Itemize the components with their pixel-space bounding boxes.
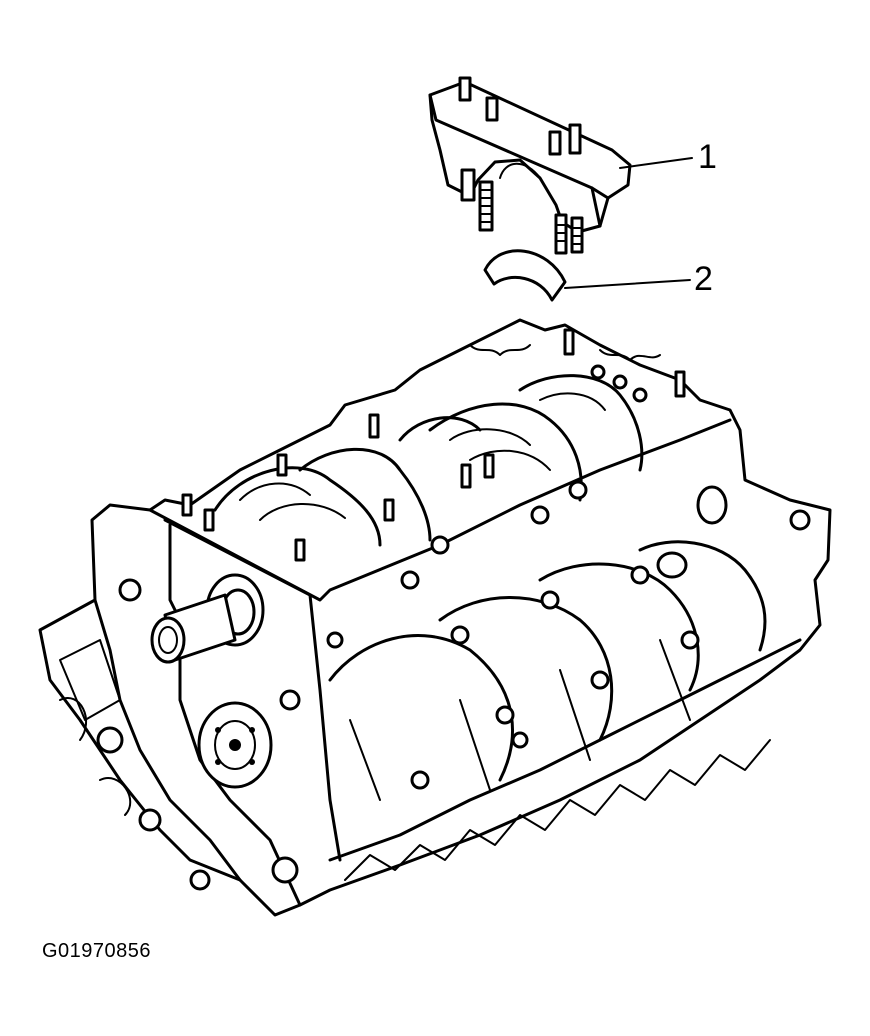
bearing-cap [428,76,632,255]
cap-bolt-left [460,168,494,232]
cap-bolt-right [554,213,584,255]
leader-line-1 [619,157,693,169]
callout-2-label: 2 [694,260,713,298]
crank-sprocket [197,701,273,789]
engine-block [38,318,832,917]
bearing-shell [483,249,567,302]
figure-code: G01970856 [42,940,152,962]
deck-studs [181,328,686,562]
crankshaft-snout [150,573,265,664]
leader-line-2 [564,279,691,289]
callout-1-label: 1 [698,138,717,176]
